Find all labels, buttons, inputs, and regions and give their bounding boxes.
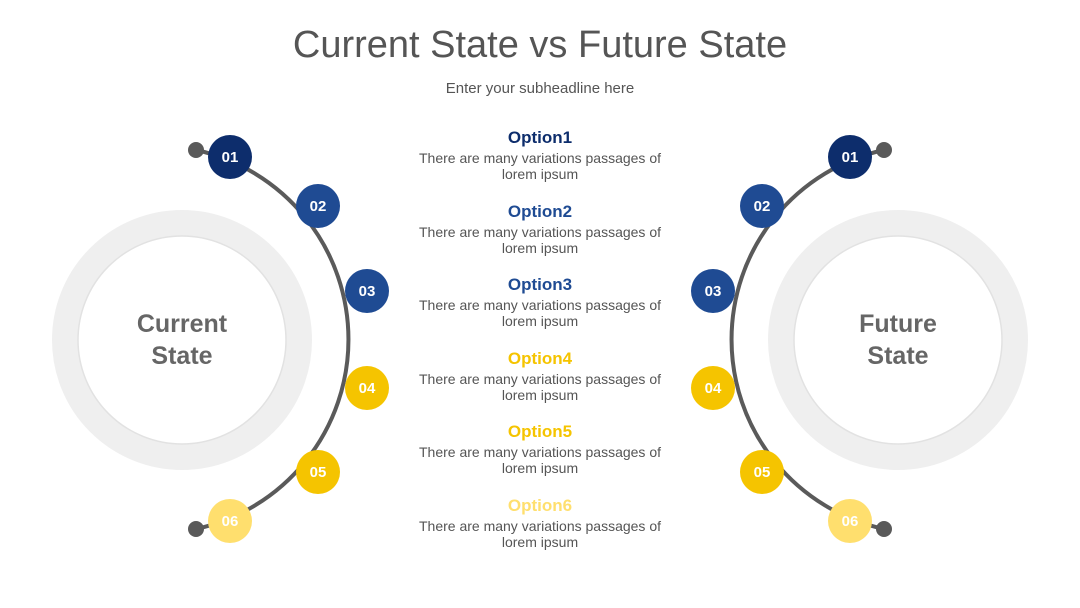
step-badge-circle [691,269,735,313]
left-arc-end-dot [188,521,204,537]
future-state-circle [793,235,1003,445]
step-badge-number: 04 [705,380,722,397]
left-arc-start-dot [188,142,204,158]
right-step-badge-02: 02 [740,184,784,228]
step-badge-number: 02 [754,198,771,215]
left-step-badge-01: 01 [208,135,252,179]
page-subtitle: Enter your subheadline here [445,80,635,97]
option-description: There are many variations passages of lo… [418,223,661,256]
right-arc-end-dot [876,521,892,537]
left-step-badge-03: 03 [345,269,389,313]
step-badge-number: 05 [310,464,327,481]
step-badge-circle [296,184,340,228]
current-state-circle [77,235,287,445]
step-badge-circle [740,450,784,494]
right-arc-start-dot [876,142,892,158]
left-step-badge-05: 05 [296,450,340,494]
current-state-ring [52,210,312,470]
step-badge-number: 01 [842,149,859,166]
page-title: Current State vs Future State [292,24,788,66]
step-badge-circle [828,499,872,543]
step-badge-circle [691,366,735,410]
option-description: There are many variations passages of lo… [418,370,661,403]
option-item-5: Option5 There are many variations passag… [400,420,680,494]
step-badge-circle [740,184,784,228]
left-step-badge-04: 04 [345,366,389,410]
option-title: Option4 [507,348,573,368]
future-state-label-line1: Future [859,310,937,338]
future-state-label: Future State [798,308,998,372]
step-badge-number: 06 [222,513,239,530]
option-description: There are many variations passages of lo… [418,444,661,476]
left-step-badge-02: 02 [296,184,340,228]
future-state-ring [768,210,1028,470]
step-badge-number: 05 [754,464,771,481]
left-step-badges: 01 02 03 04 05 06 [208,135,389,543]
step-badge-circle [345,366,389,410]
left-connector-arc [195,148,351,531]
right-step-badge-04: 04 [691,366,735,410]
option-description: There are many variations passages of lo… [418,297,661,329]
option-description: There are many variations passages of lo… [418,517,661,550]
step-badge-number: 01 [222,149,239,166]
option-description: There are many variations passages of lo… [418,150,661,182]
option-title: Option3 [507,275,573,294]
right-step-badge-06: 06 [828,499,872,543]
option-title: Option1 [507,128,573,147]
right-step-badge-05: 05 [740,450,784,494]
step-badge-number: 06 [842,513,859,530]
future-state-label-line2: State [867,342,929,370]
left-step-badge-06: 06 [208,499,252,543]
option-title: Option6 [507,495,573,515]
step-badge-circle [208,499,252,543]
right-step-badge-03: 03 [691,269,735,313]
right-step-badge-01: 01 [828,135,872,179]
option-item-4: Option4 There are many variations passag… [400,347,680,421]
step-badge-number: 03 [705,283,722,300]
option-item-1: Option1 There are many variations passag… [400,126,680,200]
step-badge-circle [828,135,872,179]
current-state-label-line2: State [151,342,213,370]
step-badge-number: 02 [310,198,327,215]
step-badge-number: 04 [359,380,376,397]
step-badge-circle [208,135,252,179]
step-badge-circle [296,450,340,494]
current-state-label-line1: Current [136,310,228,338]
option-title: Option5 [507,422,573,441]
option-item-2: Option2 There are many variations passag… [400,200,680,274]
step-badge-number: 03 [359,283,376,300]
current-state-label: Current State [82,308,282,372]
step-badge-circle [345,269,389,313]
right-connector-arc [729,148,885,531]
option-item-6: Option6 There are many variations passag… [400,494,680,568]
option-title: Option2 [507,201,573,221]
option-item-3: Option3 There are many variations passag… [400,273,680,347]
right-step-badges: 01 02 03 04 05 06 [691,135,872,543]
options-list: Option1 There are many variations passag… [400,126,680,567]
